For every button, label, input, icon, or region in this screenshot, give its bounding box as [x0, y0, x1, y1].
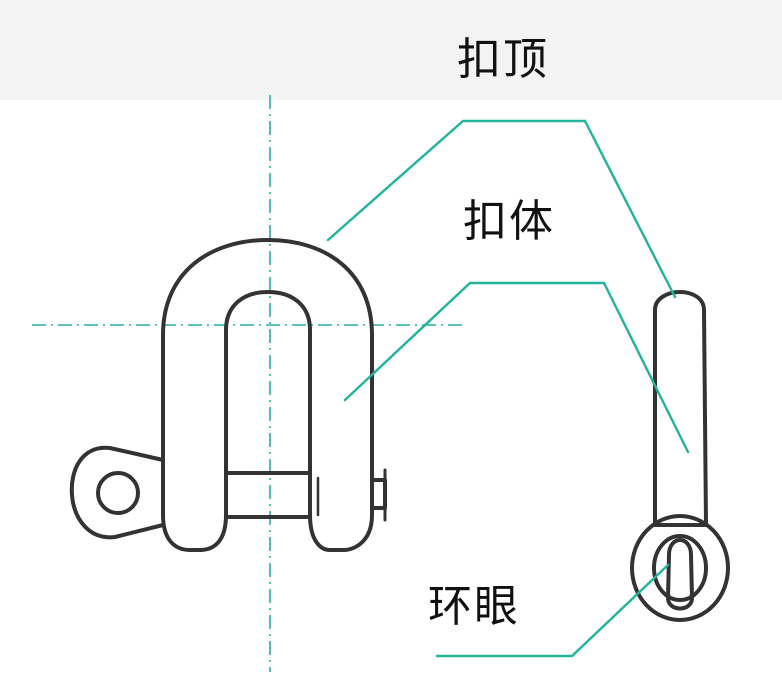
leader-eye	[435, 563, 670, 658]
label-crown: 扣顶	[457, 34, 549, 85]
side-eye-ring	[630, 514, 730, 622]
side-eye-inner-ring	[652, 534, 708, 602]
leader-crown-left	[326, 119, 587, 242]
shackle-pin	[224, 471, 312, 519]
leader-body-right	[602, 281, 690, 454]
pin-eye-tab	[69, 445, 165, 540]
center-lines	[32, 95, 462, 672]
leader-lines	[326, 119, 690, 658]
header-band	[0, 0, 782, 100]
side-pin-head	[666, 538, 694, 611]
pin-eye-hole	[96, 471, 140, 515]
side-body	[653, 290, 708, 527]
shackle-body-outer	[161, 238, 374, 552]
leader-body-left	[343, 281, 606, 402]
label-body: 扣体	[463, 196, 555, 247]
shackle-front-view	[69, 238, 387, 552]
shackle-side-view	[630, 290, 730, 622]
label-eye: 环眼	[428, 581, 520, 632]
leader-crown-right	[583, 119, 677, 299]
